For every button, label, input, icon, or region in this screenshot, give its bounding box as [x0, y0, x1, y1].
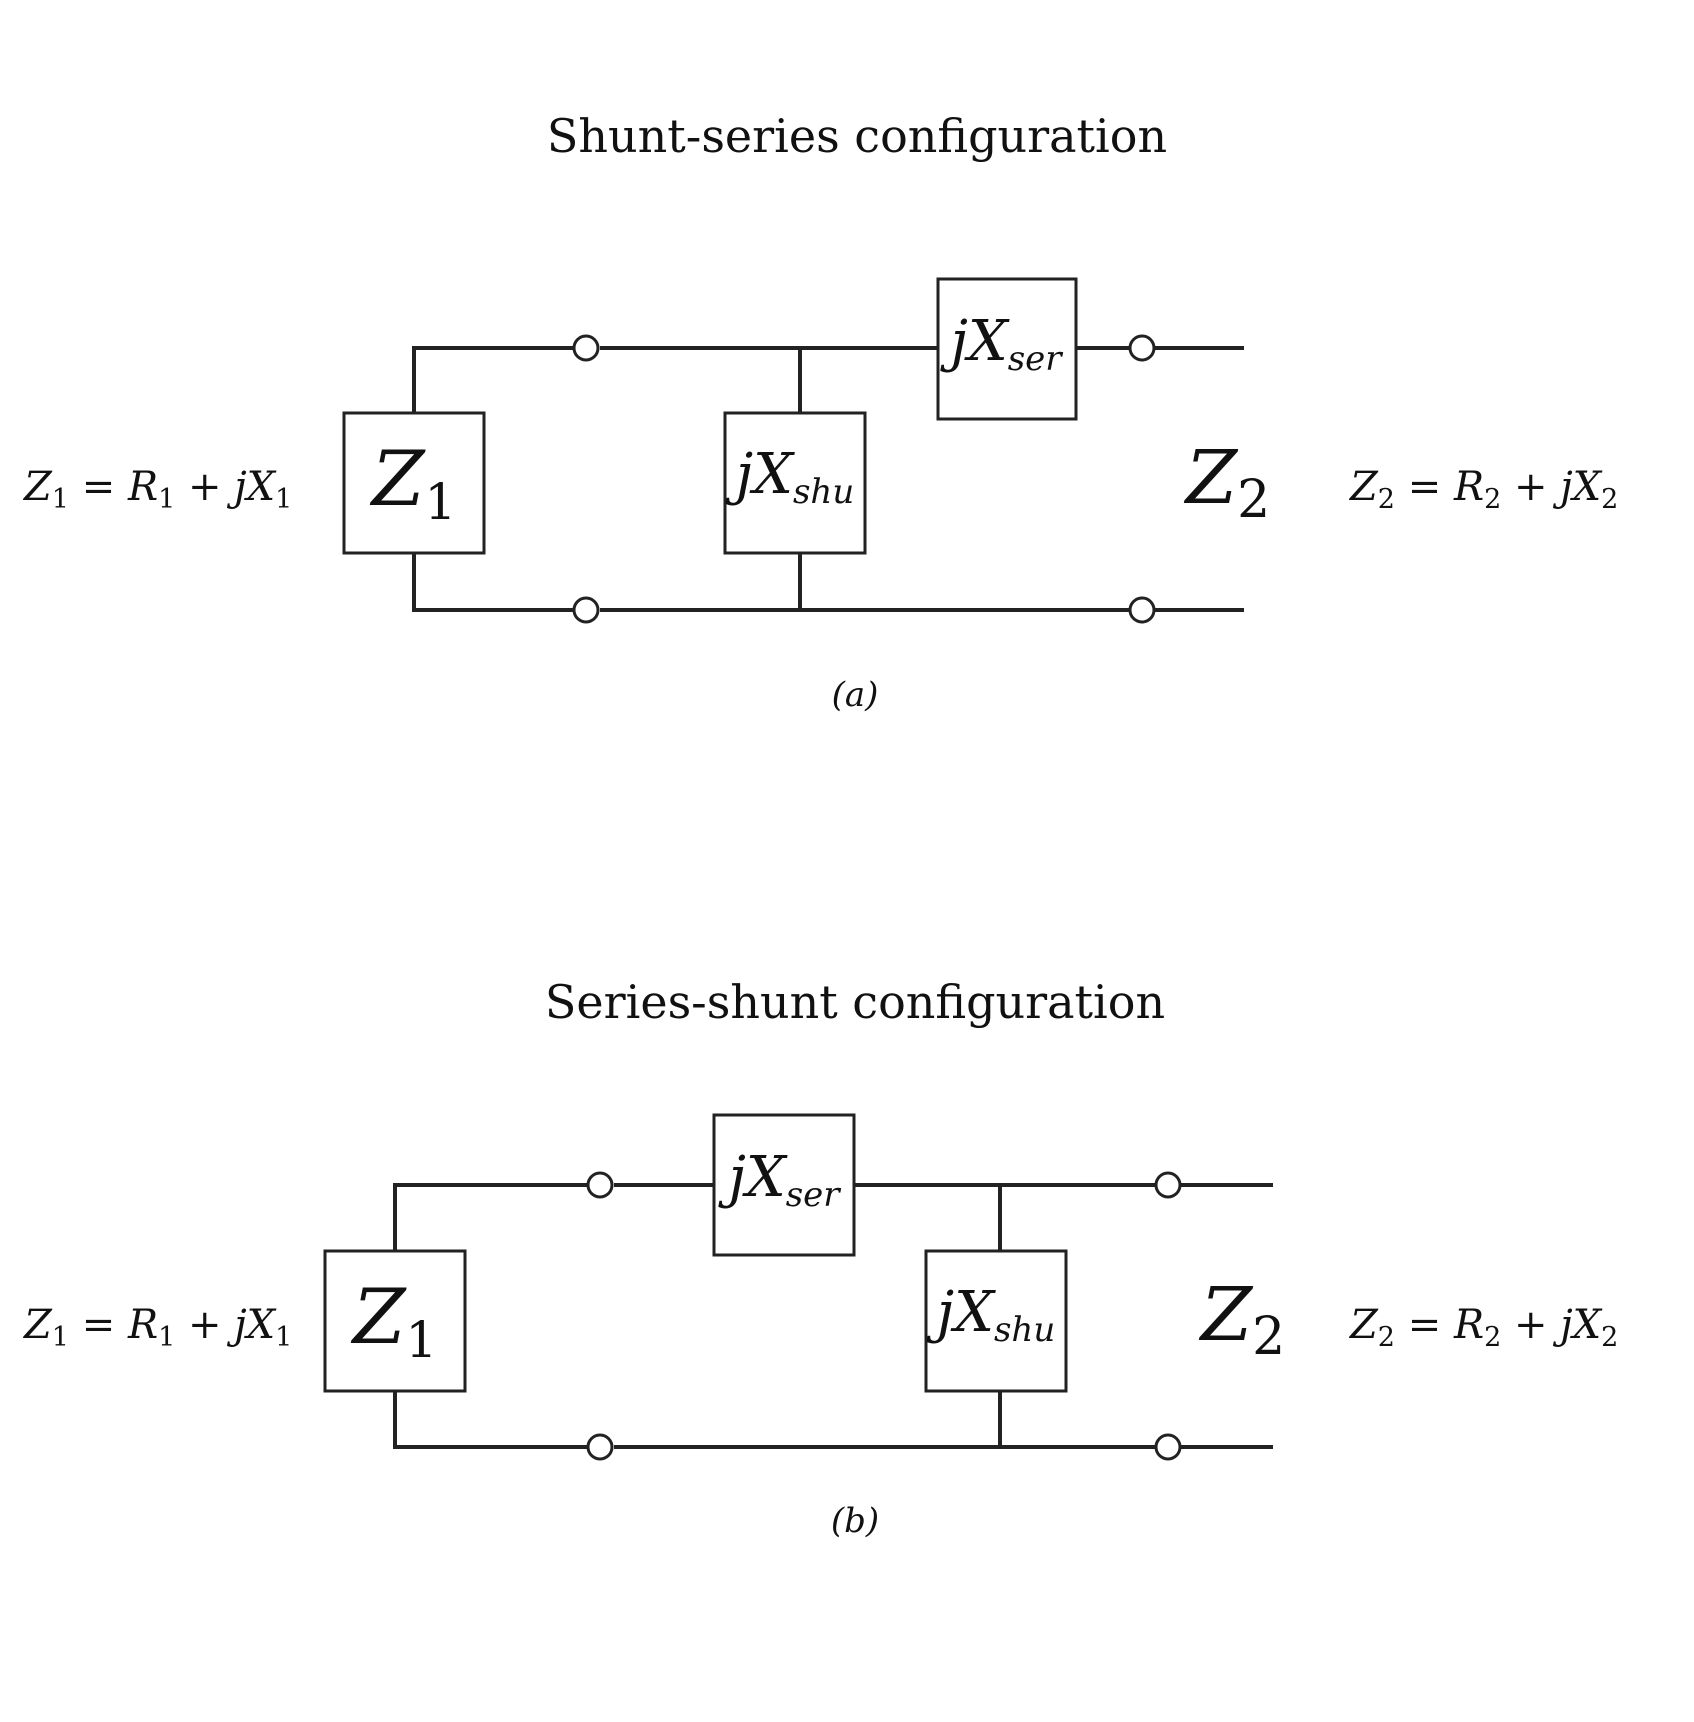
- diagram-b-z1-box: [323, 1249, 467, 1393]
- diagram-a-z2-label: Z2: [1184, 435, 1271, 530]
- diagram-b-terminal-top-left: [586, 1171, 614, 1199]
- diagram-b-terminal-bottom-right: [1154, 1433, 1182, 1461]
- diagram-a-terminal-top-right: [1128, 334, 1156, 362]
- diagram-b-terminal-bottom-left: [586, 1433, 614, 1461]
- diagram-a-bottom-left-wire: [412, 553, 576, 612]
- diagram-a-caption: (a): [832, 675, 879, 715]
- diagram-b-series-box: [712, 1113, 856, 1257]
- diagram-b-left-equation: Z1 = R1 + jX1: [22, 1302, 292, 1353]
- diagram-b-wires: [393, 1183, 1273, 1449]
- diagram-b-series-label: jXser: [717, 1145, 841, 1215]
- diagram-a-wires: [412, 346, 1244, 612]
- diagram-b-z1-label: Z1: [351, 1272, 438, 1369]
- diagram-b-bottom-left-wire: [393, 1391, 590, 1449]
- diagram-b-terminal-top-right: [1154, 1171, 1182, 1199]
- diagram-b-shunt-label: jXshu: [926, 1280, 1055, 1350]
- diagram-a-series-box: [936, 277, 1078, 421]
- diagram-b-shunt-box: [924, 1249, 1068, 1393]
- diagram-b-z2-label: Z2: [1199, 1272, 1286, 1367]
- diagram-a-top-left-wire: [412, 346, 576, 413]
- diagram-b: Series-shunt configuration Z1 jXser jXsh…: [22, 975, 1618, 1541]
- diagram-a-z1-box: [342, 411, 486, 555]
- diagram-a-title: Shunt-series configuration: [547, 109, 1167, 163]
- diagram-a-shunt-box: [723, 411, 867, 555]
- diagram-b-top-left-wire: [393, 1183, 590, 1251]
- diagram-b-right-equation: Z2 = R2 + jX2: [1348, 1302, 1618, 1353]
- diagram-a-shunt-label: jXshu: [725, 442, 854, 512]
- diagram-a-z1-label: Z1: [370, 434, 457, 531]
- diagram-a-series-label: jXser: [939, 309, 1063, 379]
- diagram-a-left-equation: Z1 = R1 + jX1: [22, 464, 292, 515]
- diagram-a-terminal-bottom-left: [572, 596, 600, 624]
- diagram-b-caption: (b): [831, 1501, 879, 1541]
- diagram-a-right-equation: Z2 = R2 + jX2: [1348, 464, 1618, 515]
- diagram-a-terminal-top-left: [572, 334, 600, 362]
- diagram-b-title: Series-shunt configuration: [545, 975, 1165, 1029]
- diagram-a: Shunt-series configuration Z1 jXshu jXse…: [22, 109, 1618, 715]
- diagram-a-terminal-bottom-right: [1128, 596, 1156, 624]
